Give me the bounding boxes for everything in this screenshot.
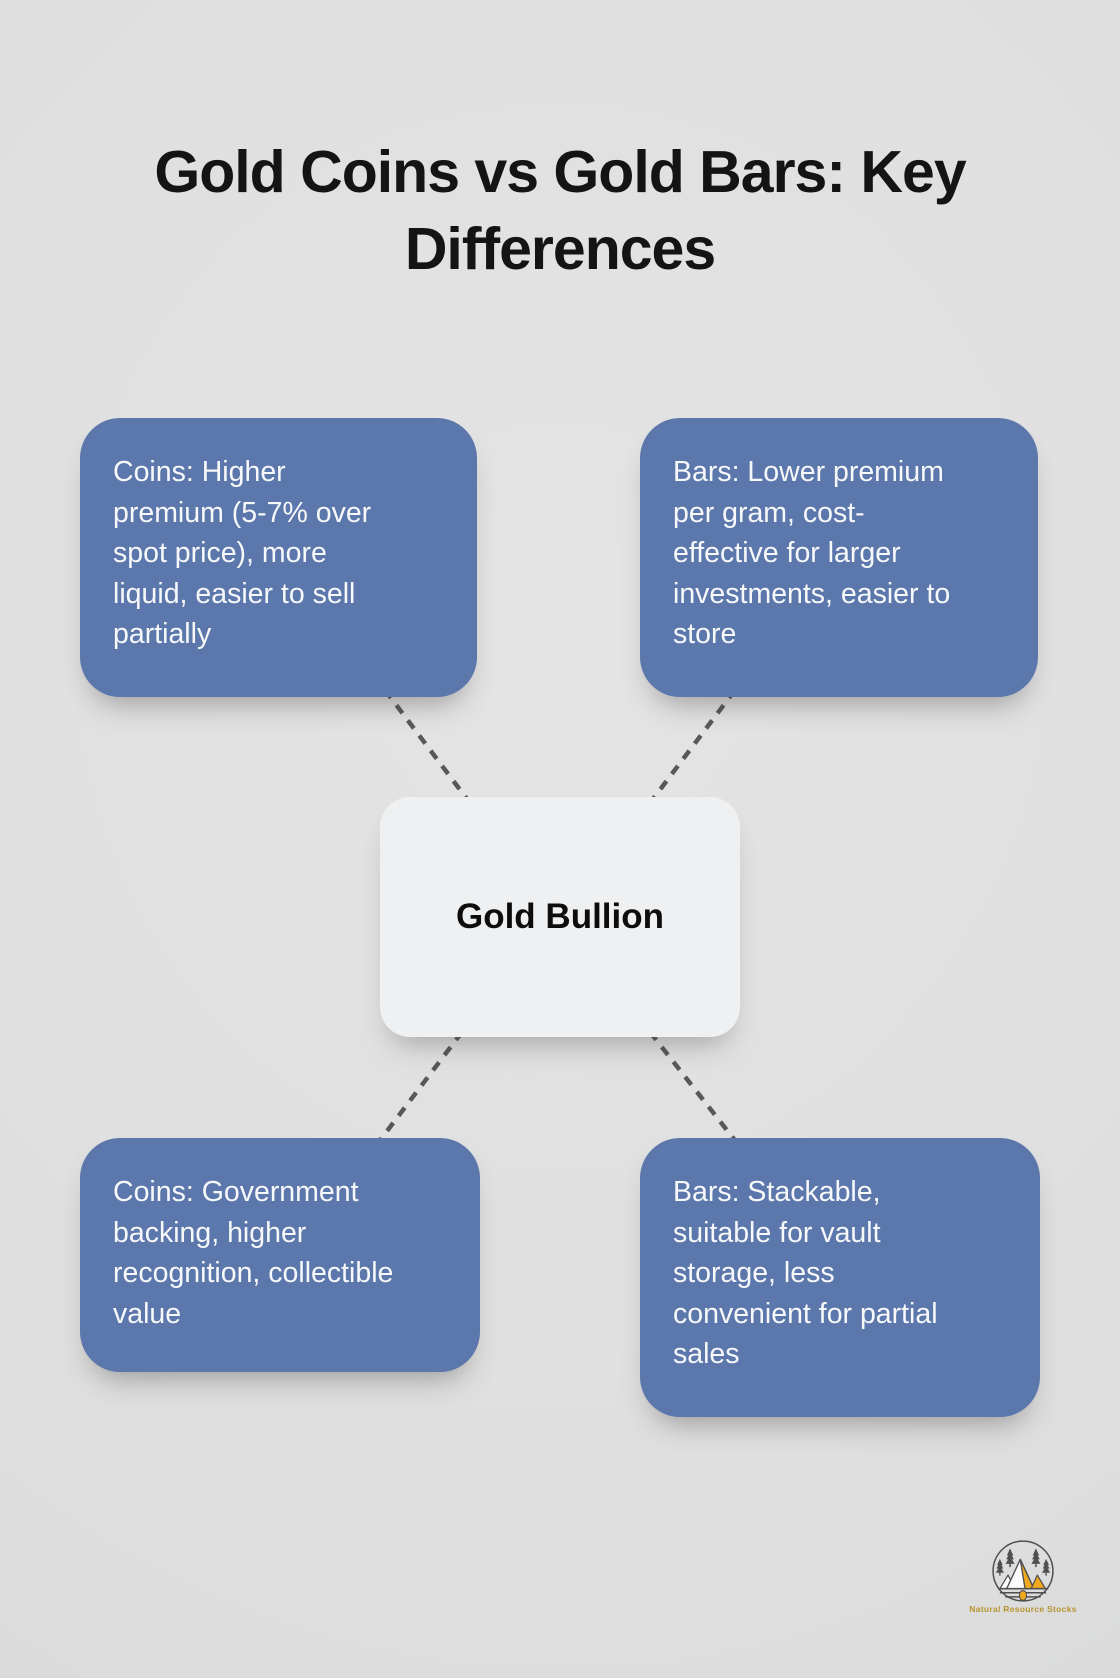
connector-top-right bbox=[648, 688, 737, 805]
connector-bottom-right bbox=[648, 1030, 739, 1145]
nature-emblem-icon bbox=[992, 1540, 1054, 1602]
connector-bottom-left bbox=[376, 1030, 464, 1145]
center-node-label: Gold Bullion bbox=[455, 897, 665, 936]
title-line-1: Gold Coins vs Gold Bars: Key bbox=[154, 138, 966, 205]
natural-resource-stocks-logo bbox=[988, 1537, 1058, 1605]
connector-top-left bbox=[383, 688, 472, 805]
title-line-2: Differences bbox=[404, 216, 716, 283]
node-center-gold-bullion: Gold Bullion bbox=[380, 797, 740, 1037]
infographic-title: Gold Coins vs Gold Bars: Key Differences bbox=[0, 134, 1120, 290]
logo-wordmark: Natural Resource Stocks bbox=[969, 1604, 1077, 1614]
